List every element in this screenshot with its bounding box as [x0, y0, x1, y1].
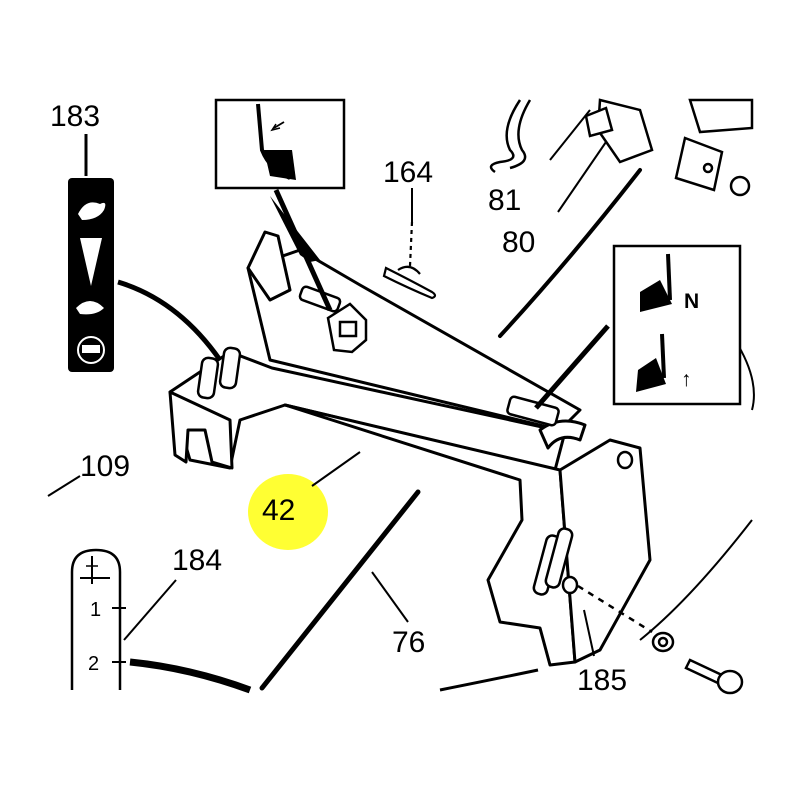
decal-label-neutral: N: [684, 290, 699, 313]
leader-lines: [47, 109, 607, 657]
bolt-185: [577, 584, 744, 695]
callout-76: 76: [392, 626, 425, 659]
bracket-80: [584, 98, 654, 164]
bracket-slots: [196, 285, 574, 596]
pin-164: [382, 221, 437, 300]
cable-right-bottom: [439, 668, 539, 692]
bracket-holes: [561, 450, 634, 595]
block-top-right: [674, 98, 754, 197]
height-decal-184: [70, 548, 126, 690]
turtle-icon: [76, 301, 104, 315]
callout-81: 81: [488, 184, 521, 217]
callout-80: 80: [502, 226, 535, 259]
rod-76: [259, 489, 421, 691]
highlight-blob-42: [248, 474, 328, 550]
lever-81: [489, 99, 532, 174]
callout-184: 184: [172, 544, 222, 577]
inset-detail-right: [612, 244, 742, 406]
inset-pointer-top: [273, 188, 333, 312]
callout-42: 42: [262, 494, 295, 527]
scale-label-2: 2: [88, 653, 99, 675]
decal-label-up-arrow: ↑: [681, 368, 692, 391]
speed-decal-183: [68, 178, 114, 372]
curved-cable-bottom: [129, 658, 252, 694]
inset-detail-top: [214, 98, 346, 262]
callout-183: 183: [50, 100, 100, 133]
callout-185: 185: [577, 664, 627, 697]
bracket-42: [168, 230, 652, 667]
scale-label-1: 1: [90, 599, 101, 621]
clip-part: [326, 302, 368, 354]
speed-wedge-icon: [80, 238, 102, 286]
cable-right-edge: [639, 519, 753, 641]
inset-pointer-right: [534, 324, 610, 410]
rabbit-icon: [78, 202, 106, 220]
callout-109: 109: [80, 450, 130, 483]
callout-164: 164: [383, 156, 433, 189]
curved-cable-left: [117, 279, 223, 362]
rod-80: [498, 168, 642, 338]
